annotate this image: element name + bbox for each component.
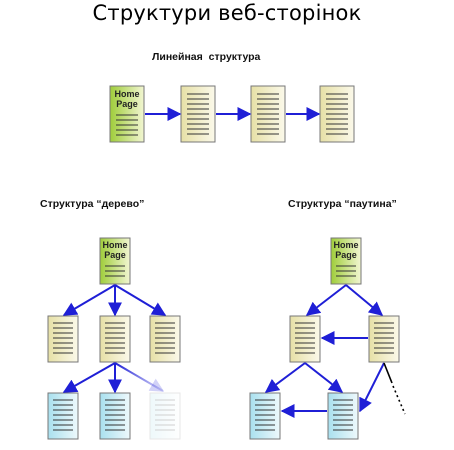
web-arrow-right-leaf-right [359,362,385,413]
home-page-label-line2: Page [116,99,138,109]
web-structure-title: Структура “паутина” [288,198,397,210]
web-page-right [368,315,400,363]
linear-page-3 [250,85,286,143]
tree-leaf-middle [99,392,131,440]
web-arrow-home-left [305,284,347,316]
web-arrow-left-leaf-right [304,362,344,393]
home-page-label-line1: Home [114,89,139,99]
linear-page-4 [319,85,355,143]
home-page-label-line1: Home [102,240,127,250]
linear-structure-title: Линейная структура [152,51,261,63]
tree-page-left [47,315,79,363]
tree-home-page: Home Page [99,237,131,285]
home-page-label-line2: Page [335,250,357,260]
tree-structure: Home Page [47,237,181,440]
home-page-label-line2: Page [104,250,126,260]
tree-leaf-left [47,392,79,440]
web-arrow-home-right [345,284,384,316]
home-page-label-line1: Home [333,240,358,250]
linear-page-2 [180,85,216,143]
tree-page-right [149,315,181,363]
web-leaf-right [327,392,359,440]
tree-arrow-middle-leaf-faded [114,362,165,392]
linear-home-page: Home Page [109,85,145,143]
tree-arrow-home-right [114,284,167,316]
web-home-page: Home Page [330,237,362,285]
tree-structure-title: Структура “дерево” [40,198,145,210]
linear-structure: Home Page [109,85,355,143]
web-arrow-left-leaf-left [264,362,306,393]
web-link-continuation [383,362,393,384]
web-structure: Home Page [249,237,406,440]
tree-arrow-middle-leaf-left [62,362,116,393]
tree-page-middle [99,315,131,363]
tree-arrow-home-left [62,284,116,316]
web-page-left [289,315,321,363]
web-leaf-left [249,392,281,440]
web-link-continuation-dotted [392,385,406,415]
page-title: Структури веб-сторінок [92,1,362,25]
tree-leaf-faded [149,392,181,440]
